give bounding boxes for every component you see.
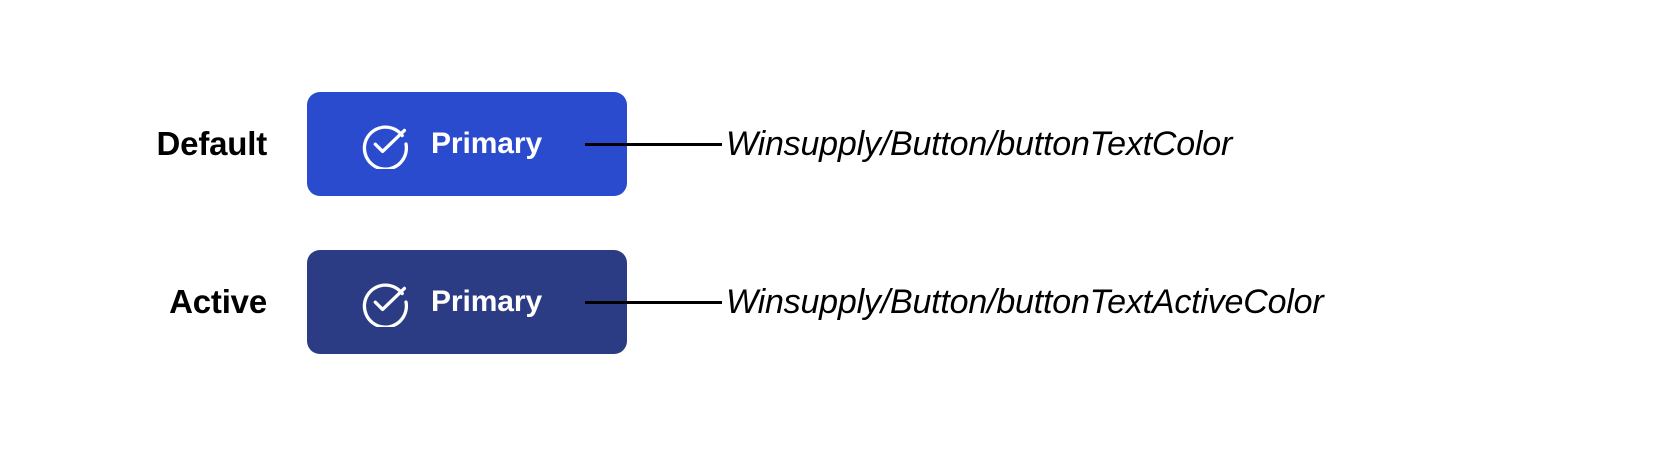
token-annotation-button-text-active-color: Winsupply/Button/buttonTextActiveColor xyxy=(726,282,1324,321)
leader-line-default xyxy=(585,143,722,146)
state-label-active: Active xyxy=(169,283,267,320)
leader-line-active xyxy=(585,301,722,304)
spec-row-active: Active Primary Winsupply/Button/buttonTe… xyxy=(0,250,1660,354)
primary-button-label: Primary xyxy=(431,127,543,160)
spec-row-default: Default Primary Winsupply/Button/buttonT… xyxy=(0,92,1660,196)
state-label-default: Default xyxy=(156,125,268,162)
token-annotation-button-text-color: Winsupply/Button/buttonTextColor xyxy=(726,124,1233,163)
check-circle-icon xyxy=(360,119,410,169)
primary-button-active[interactable]: Primary xyxy=(307,250,627,354)
check-circle-icon xyxy=(360,277,410,327)
primary-button-default[interactable]: Primary xyxy=(307,92,627,196)
primary-button-label: Primary xyxy=(431,285,543,318)
